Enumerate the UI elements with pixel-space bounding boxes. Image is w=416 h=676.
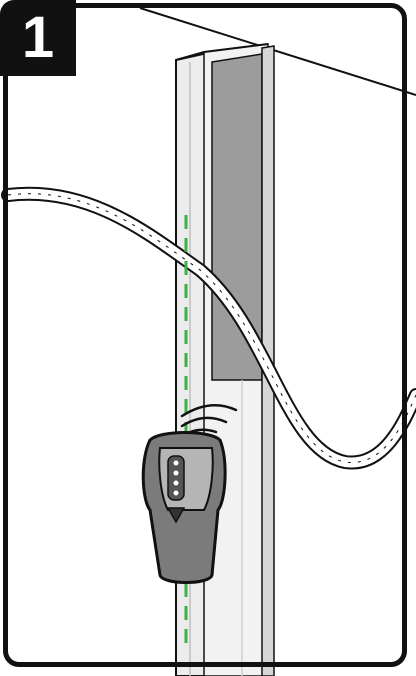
stud-finder-icon — [143, 433, 225, 583]
step-number-badge: 1 — [0, 0, 76, 76]
